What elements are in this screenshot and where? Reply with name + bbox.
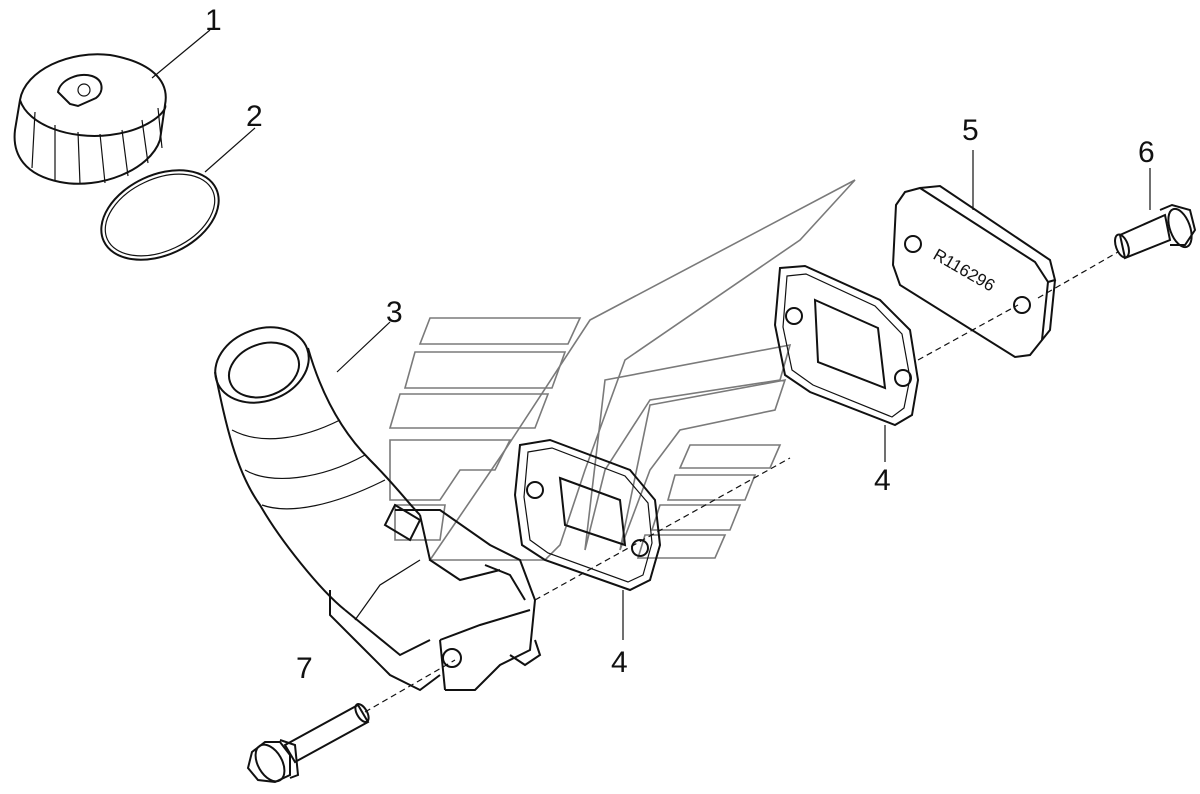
- callout-7: 7: [296, 652, 313, 685]
- callout-numbers: 1 2 3 4 4 5 6 7: [205, 4, 1155, 685]
- cover-plate: R116296: [891, 184, 1057, 359]
- callout-6: 6: [1138, 136, 1155, 169]
- callout-2: 2: [246, 100, 263, 133]
- filler-cap: [13, 53, 167, 185]
- callout-1: 1: [205, 4, 222, 37]
- callout-3: 3: [386, 296, 403, 329]
- o-ring-seal: [100, 169, 220, 261]
- plate-marking: R116296: [930, 245, 998, 295]
- callout-4-upper: 4: [874, 464, 891, 497]
- flange-bolt-long: [246, 702, 370, 784]
- leader-lines: [151, 29, 1151, 640]
- callout-4-lower: 4: [611, 646, 628, 679]
- thermostat-housing: [214, 326, 542, 692]
- gasket-lower: [513, 438, 662, 592]
- watermark-logo: [388, 179, 856, 561]
- flange-bolt-short: [1114, 203, 1197, 260]
- callout-5: 5: [962, 114, 979, 147]
- assembly-lines: [364, 251, 1119, 713]
- gasket-upper: [773, 264, 920, 427]
